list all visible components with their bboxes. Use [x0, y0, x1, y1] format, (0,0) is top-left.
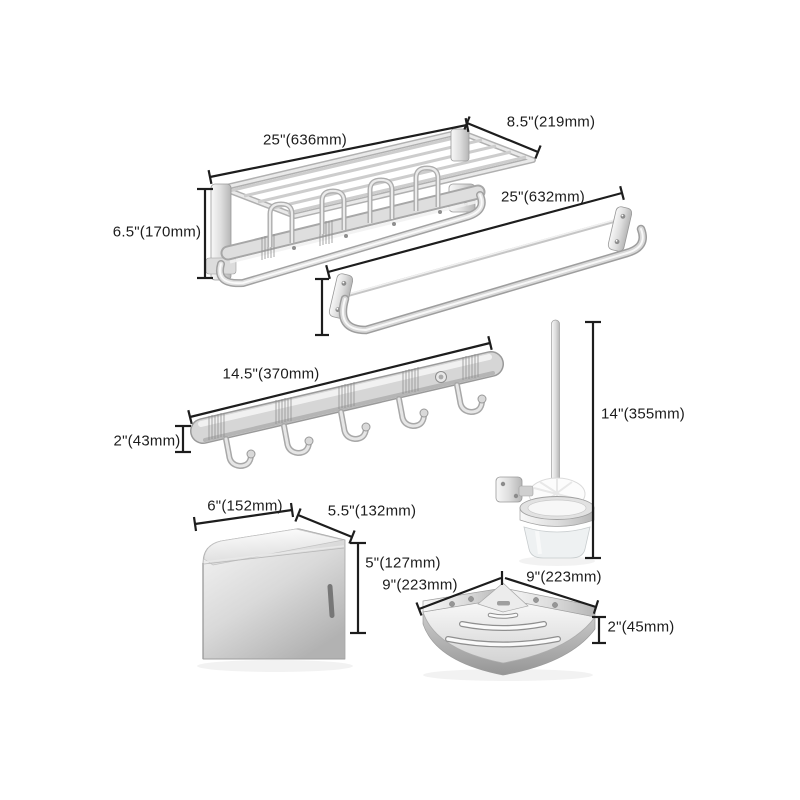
- dimension-lines: [175, 116, 625, 645]
- dim-line-brush-height: [585, 320, 601, 560]
- dim-label-brush-height: 14"(355mm): [600, 405, 686, 423]
- dim-line-hook-rail-height: [175, 424, 191, 454]
- hook-rail-hooks: [223, 382, 487, 470]
- dim-label-hook-rail-height: 2"(43mm): [113, 432, 181, 450]
- dim-label-paper-holder-depth: 5.5"(132mm): [327, 502, 417, 520]
- paper-holder-slot: [327, 584, 335, 618]
- towel-bar-right-plate: [607, 206, 633, 252]
- dim-line-towel-bar-width: [325, 185, 625, 280]
- rack-right-post: [450, 128, 470, 162]
- dim-label-towel-bar-width: 25"(632mm): [500, 188, 586, 206]
- dim-label-paper-holder-width: 6"(152mm): [207, 497, 283, 515]
- paper-holder-illustration: [197, 528, 353, 672]
- dim-line-rack-depth: [463, 116, 542, 159]
- dim-label-rack-height: 6.5"(170mm): [112, 223, 202, 241]
- corner-basket-screws: [449, 596, 558, 608]
- folding-towel-rack-illustration: [205, 128, 536, 288]
- brush-wall-bracket: [495, 476, 523, 503]
- dim-line-hook-rail-width: [187, 335, 493, 425]
- dim-label-corner-basket-top: 9"(223mm): [526, 568, 602, 586]
- rack-arch-hangers: [267, 165, 441, 247]
- dim-line-corner-basket-left: [415, 571, 504, 616]
- dim-line-paper-holder-depth: [294, 508, 356, 544]
- toilet-brush-illustration: [495, 319, 595, 566]
- dim-label-rack-width: 25"(636mm): [262, 131, 348, 149]
- brush-cup: [523, 526, 591, 559]
- dim-line-corner-basket-top: [504, 576, 600, 615]
- towel-bar-illustration: [328, 206, 647, 335]
- dim-label-rack-depth: 8.5"(219mm): [506, 113, 596, 131]
- corner-basket-illustration: [422, 582, 596, 681]
- dim-line-rack-height: [197, 187, 213, 280]
- dim-label-hook-rail-width: 14.5"(370mm): [222, 365, 320, 383]
- dim-label-corner-basket-height: 2"(45mm): [607, 618, 675, 636]
- dim-label-paper-holder-height: 5"(127mm): [365, 554, 441, 572]
- hook-rail-illustration: [190, 351, 504, 470]
- dim-line-corner-basket-height: [592, 615, 606, 645]
- dim-line-plate-height-unlabeled: [315, 277, 329, 337]
- dim-line-paper-holder-width: [192, 502, 295, 532]
- brush-handle: [551, 319, 560, 489]
- dim-label-corner-basket-left: 9"(223mm): [382, 576, 458, 594]
- dim-line-paper-holder-height: [350, 541, 366, 635]
